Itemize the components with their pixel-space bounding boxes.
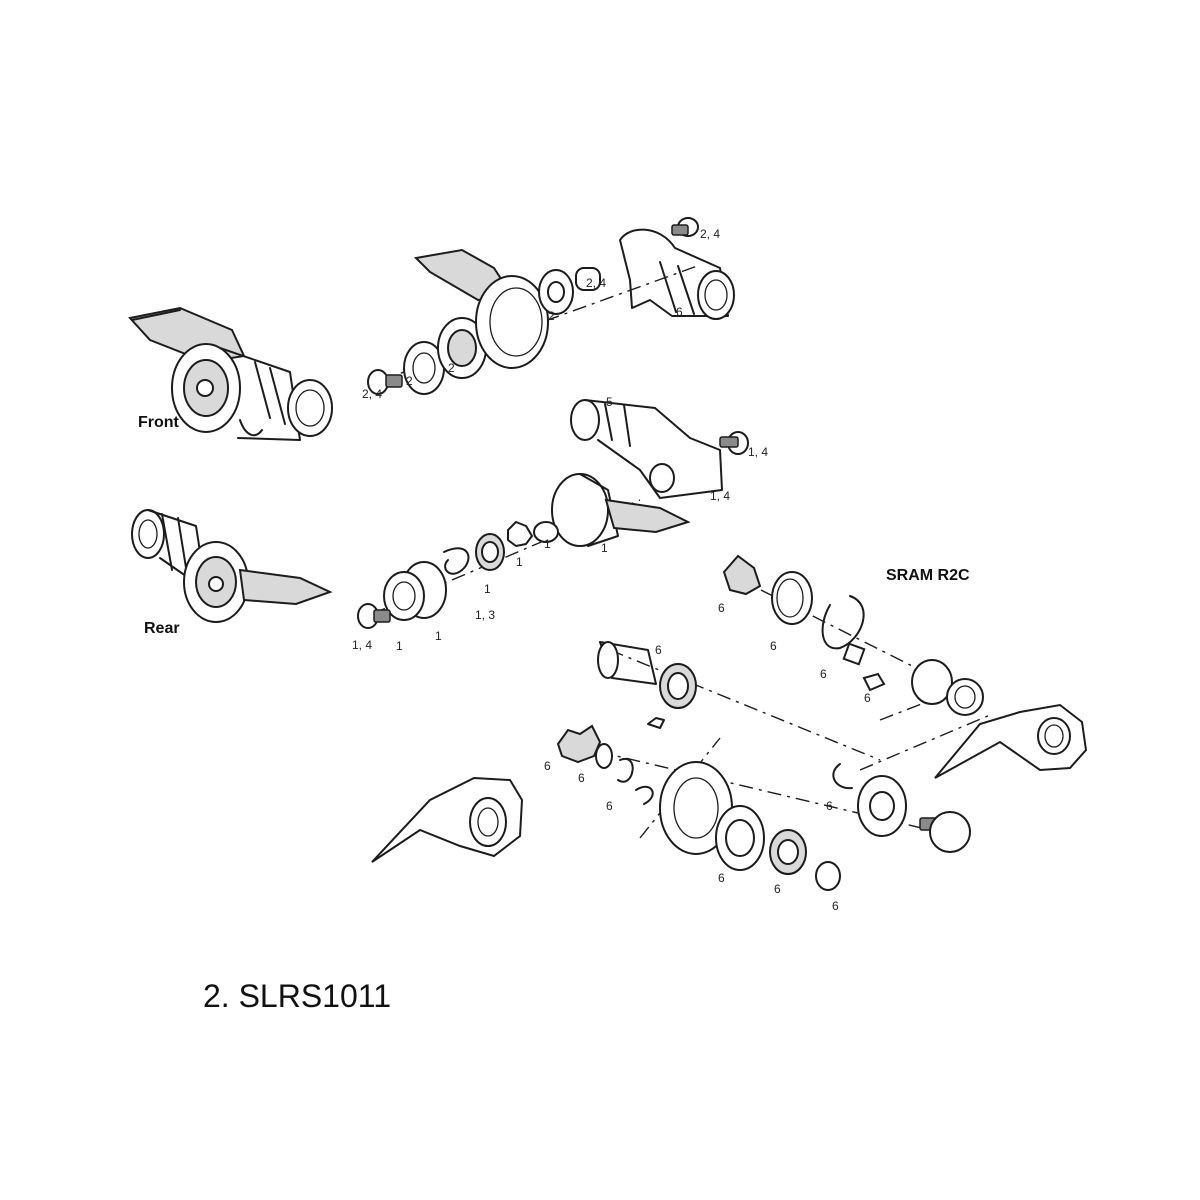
callout: 1: [484, 582, 491, 596]
callout: 6: [774, 882, 781, 896]
diagram-title: SRAM R2C: [886, 567, 970, 584]
callout: 1, 4: [710, 489, 730, 503]
callout: 1: [601, 541, 608, 555]
callout: 6: [676, 305, 683, 319]
front-exploded: [367, 217, 735, 395]
callout: 2, 4: [586, 276, 606, 290]
callout: 6: [864, 691, 871, 705]
callout: 2: [448, 361, 455, 375]
rear-group-label: Rear: [144, 620, 180, 637]
callout: 1: [435, 629, 442, 643]
callout: 6: [718, 601, 725, 615]
r2c-exploded: [371, 554, 1088, 891]
callout: 6: [820, 667, 827, 681]
rear-shifter-assembled: [131, 509, 333, 623]
callout: 6: [718, 871, 725, 885]
callout: 2: [548, 309, 555, 323]
callout: 6: [578, 771, 585, 785]
callout: 1: [516, 555, 523, 569]
callout: 2: [406, 374, 413, 388]
rear-exploded: [357, 399, 749, 629]
callout: 6: [832, 899, 839, 913]
front-group-label: Front: [138, 414, 180, 431]
callout: 1: [396, 639, 403, 653]
callout: 1, 4: [748, 445, 768, 459]
front-shifter-assembled: [128, 306, 333, 441]
callout: 2, 4: [362, 387, 382, 401]
callout: 6: [606, 799, 613, 813]
callout: 6: [544, 759, 551, 773]
callout: 1, 4: [352, 638, 372, 652]
callout: 6: [770, 639, 777, 653]
callout: 1: [544, 537, 551, 551]
part-number: 2. SLRS1011: [203, 978, 391, 1014]
callout: 1, 3: [475, 608, 495, 622]
callout: 6: [655, 643, 662, 657]
callout: 6: [826, 799, 833, 813]
callout: 2, 4: [700, 227, 720, 241]
callout: 5: [606, 395, 613, 409]
